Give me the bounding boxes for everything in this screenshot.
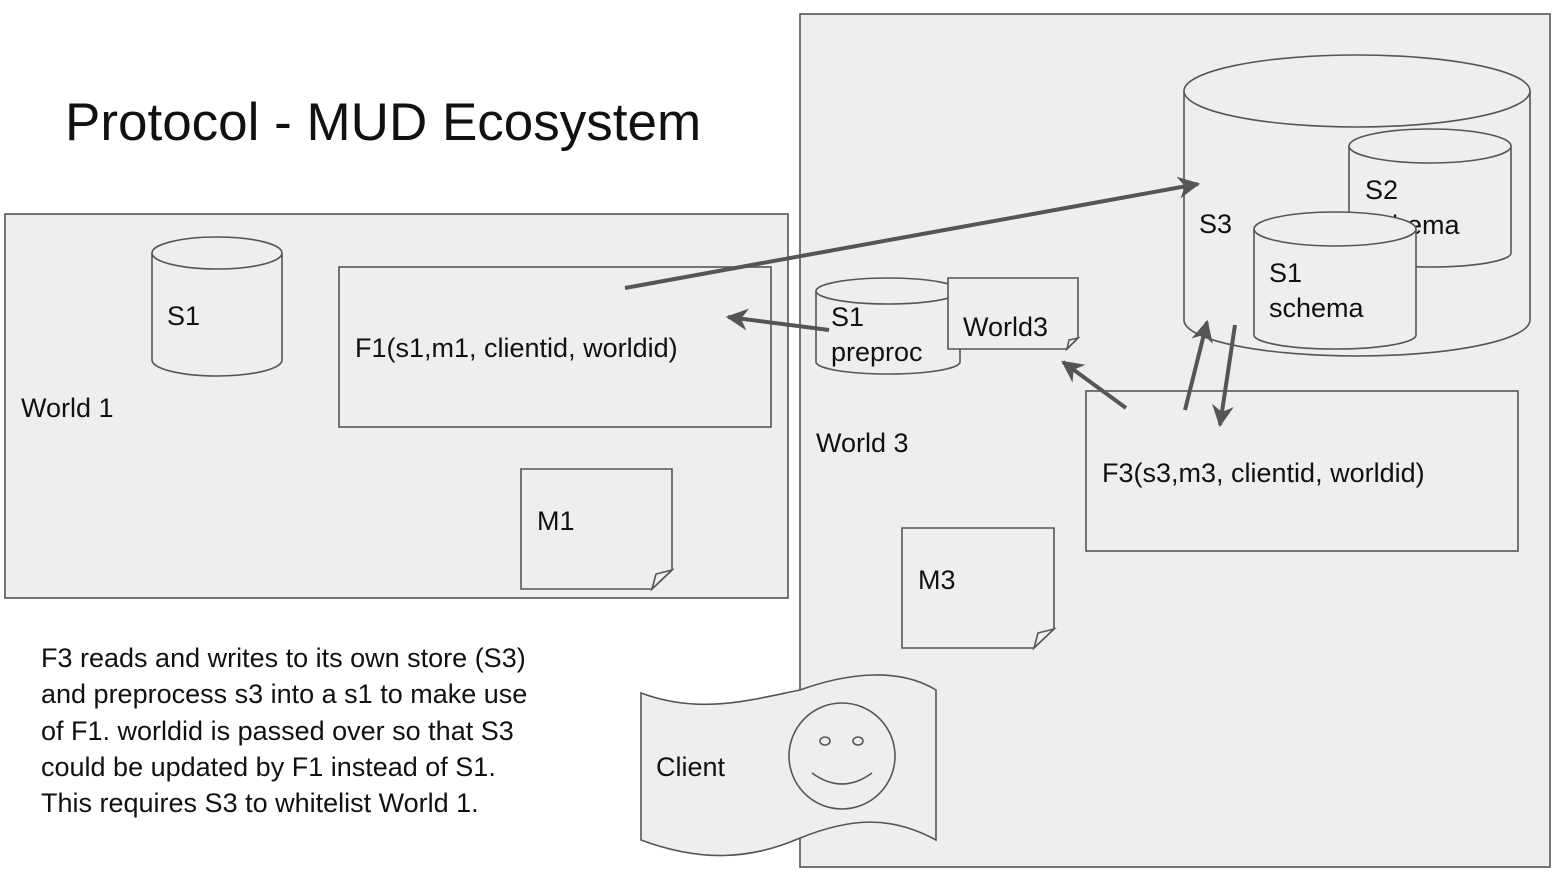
note-line: could be updated by F1 instead of S1. — [41, 752, 496, 782]
note-line: and preprocess s3 into a s1 to make use — [41, 679, 527, 709]
client-label: Client — [656, 752, 726, 782]
arrow-preproc-to-f1 — [725, 308, 830, 332]
note-line: This requires S3 to whitelist World 1. — [41, 788, 479, 818]
f1-function-box — [338, 266, 772, 428]
m3-module-label: M3 — [918, 565, 956, 595]
s1-preproc-label-line1: S1 — [831, 302, 864, 332]
note-line: of F1. worldid is passed over so that S3 — [41, 716, 514, 746]
f1-function-label: F1(s1,m1, clientid, worldid) — [355, 333, 678, 363]
m3-module-note: M3 — [901, 527, 1057, 651]
f3-function-label: F3(s3,m3, clientid, worldid) — [1102, 458, 1425, 488]
s1-preproc-cylinder: S1 preproc — [815, 277, 961, 375]
s1-preproc-label-line2: preproc — [831, 337, 923, 367]
arrow-f3-to-world3 — [1061, 360, 1128, 410]
world3-document: World3 — [947, 277, 1081, 352]
s1-schema-label-line2: schema — [1269, 293, 1365, 323]
world1-label: World 1 — [21, 393, 114, 423]
world3-label: World 3 — [816, 428, 909, 458]
page-title: Protocol - MUD Ecosystem — [65, 93, 701, 152]
explanation-note: F3 reads and writes to its own store (S3… — [41, 643, 527, 818]
f3-function-box — [1085, 390, 1519, 552]
s1-store-label: S1 — [167, 301, 200, 331]
arrow-f1-to-s3 — [624, 176, 1201, 290]
note-line: F3 reads and writes to its own store (S3… — [41, 643, 526, 673]
s1-schema-cylinder: S1 schema — [1253, 211, 1417, 350]
arrow-s3-to-f3 — [1212, 324, 1237, 428]
s1-store-cylinder: S1 — [151, 236, 283, 377]
s2-schema-label-line1: S2 — [1365, 175, 1398, 205]
s3-store-label: S3 — [1199, 209, 1232, 239]
m1-module-label: M1 — [537, 506, 575, 536]
arrow-f3-to-s3 — [1183, 319, 1213, 411]
s1-schema-label-line1: S1 — [1269, 258, 1302, 288]
m1-module-note: M1 — [520, 468, 675, 592]
smiley-face-icon — [788, 702, 896, 810]
world3-document-label: World3 — [963, 312, 1048, 342]
